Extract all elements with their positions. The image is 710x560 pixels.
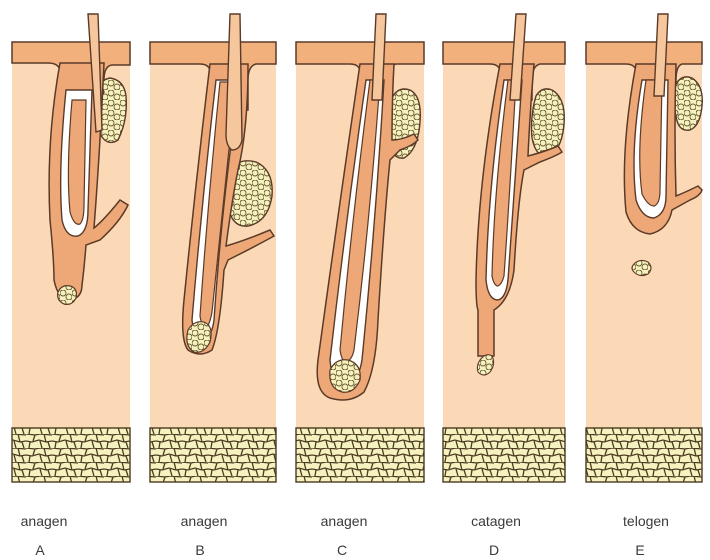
- stage-letter-c: C: [337, 542, 347, 558]
- dermal-papilla: [640, 80, 662, 206]
- fat-layer: [12, 428, 130, 482]
- bulb-cells: [632, 260, 651, 275]
- fat-layer: [443, 428, 565, 482]
- bulb-cells: [330, 360, 361, 393]
- stage-letter-b: B: [195, 542, 204, 558]
- panel-d: [443, 14, 565, 482]
- panel-a: [12, 14, 130, 482]
- panel-c: [296, 14, 424, 482]
- fat-layer: [296, 428, 424, 482]
- stage-label-e: telogen: [623, 513, 669, 529]
- stage-label-a: anagen: [21, 513, 68, 529]
- fat-layer: [150, 428, 276, 482]
- stage-letter-d: D: [489, 542, 499, 558]
- panel-b: [150, 14, 276, 482]
- fat-layer: [586, 428, 702, 482]
- stage-label-d: catagen: [471, 513, 521, 529]
- stage-label-b: anagen: [181, 513, 228, 529]
- sebaceous-gland: [674, 77, 702, 130]
- stage-letter-a: A: [35, 542, 45, 558]
- hair-shaft: [226, 14, 242, 150]
- bulb-cells: [58, 286, 77, 305]
- stage-letter-e: E: [635, 542, 644, 558]
- panel-e: [586, 14, 702, 482]
- dermal-papilla: [68, 100, 86, 224]
- stage-label-c: anagen: [321, 513, 368, 529]
